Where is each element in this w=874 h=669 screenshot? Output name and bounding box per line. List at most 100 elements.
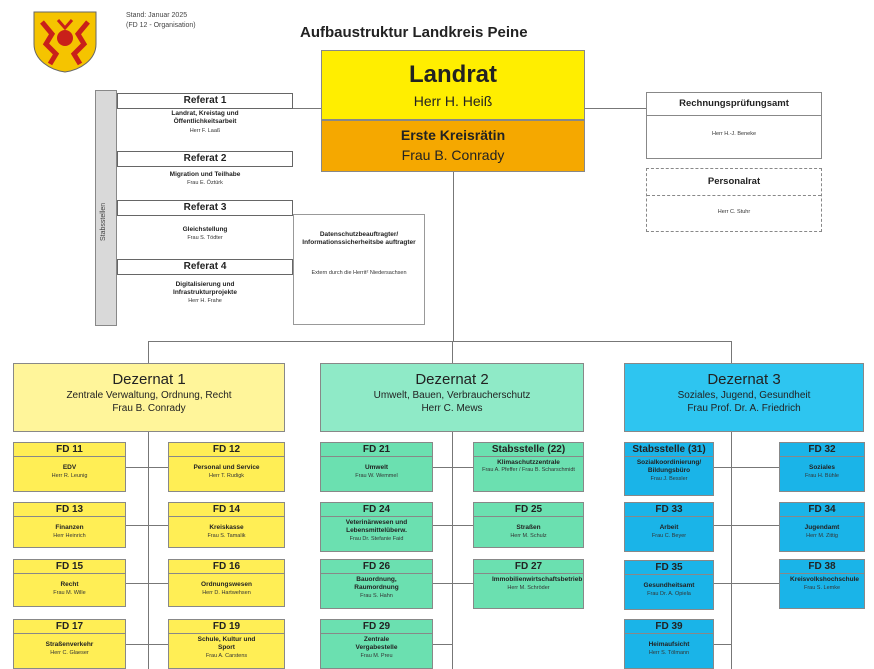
fd-head: FD 27	[474, 560, 583, 574]
referat-person: Frau S. Tödter	[187, 235, 223, 241]
rechnungspruefungsamt-title: Rechnungsprüfungsamt	[647, 93, 821, 116]
fd-title: Gesundheitsamt	[643, 582, 695, 589]
dezernat-title: Dezernat 2	[415, 371, 489, 388]
dezernat-title: Dezernat 3	[707, 371, 781, 388]
fd-head: FD 12	[169, 443, 284, 457]
fd-title: Finanzen	[55, 524, 84, 531]
fd-title: Arbeit	[659, 524, 679, 531]
connector	[714, 583, 779, 584]
fd-title: Sozialkoordinierung/ Bildungsbüro	[636, 459, 702, 474]
connector	[433, 525, 473, 526]
fd-person: Herr Heinrich	[53, 533, 86, 539]
rechnungspruefungsamt-box: Rechnungsprüfungsamt Herr H.-J. Beneke	[646, 92, 822, 159]
stabsstellen-sidebar: Stabsstellen	[95, 90, 117, 326]
fd-head: FD 19	[169, 620, 284, 634]
connector	[126, 644, 168, 645]
dezernat-1-box: Dezernat 1 Zentrale Verwaltung, Ordnung,…	[13, 363, 285, 432]
fd-title: Jugendamt	[804, 524, 840, 531]
fd-person: Frau W. Wemmel	[355, 473, 398, 479]
connector	[714, 525, 779, 526]
fd-head: FD 16	[169, 560, 284, 574]
fd-person: Herr D. Hartwehsen	[202, 590, 251, 596]
referat-3: Referat 3 Gleichstellung Frau S. Tödter	[117, 200, 293, 258]
kreisraetin-person: Frau B. Conrady	[401, 147, 505, 163]
fd-person: Frau A. Carstens	[205, 653, 248, 659]
dezernat-person: Herr C. Mews	[421, 403, 483, 414]
fd-person: Frau S. Hahn	[360, 593, 393, 599]
referat-title: Migration und Teilhabe	[169, 171, 241, 178]
dezernat-subtitle: Soziales, Jugend, Gesundheit	[677, 390, 811, 401]
connector	[433, 644, 452, 645]
fd-head: FD 25	[474, 503, 583, 517]
referat-head: Referat 1	[117, 93, 293, 109]
connector	[731, 341, 732, 363]
landrat-box: Landrat Herr H. Heiß	[321, 50, 585, 120]
referat-2: Referat 2 Migration und Teilhabe Frau E.…	[117, 151, 293, 199]
datenschutz-note: Extern durch die Herrit² Niedersachsen	[311, 270, 407, 276]
referat-head: Referat 3	[117, 200, 293, 216]
fd-title: Immobilienwirtschaftsbetrieb	[492, 576, 583, 583]
dezernat-person: Frau Prof. Dr. A. Friedrich	[687, 403, 801, 414]
personalrat-box: Personalrat Herr C. Stuhr	[646, 168, 822, 232]
landrat-person: Herr H. Heiß	[413, 93, 493, 109]
fd-head: FD 35	[625, 561, 713, 575]
fd-title: Klimaschutzzentrale	[497, 459, 560, 466]
referat-person: Herr F. Laaß	[189, 128, 221, 134]
fd-person: Frau S. Lemke	[803, 585, 841, 591]
fd-person: Frau Dr. A. Opiela	[647, 591, 691, 597]
fd-head: Stabsstelle (31)	[625, 443, 713, 457]
fd-person: Herr M. Schröder	[507, 585, 550, 591]
fd-head: FD 34	[780, 503, 864, 517]
connector	[714, 467, 779, 468]
connector	[584, 108, 646, 109]
fd-head: FD 38	[780, 560, 864, 574]
fd-title: Straßen	[516, 524, 541, 531]
fd-person: Herr T. Rudigk	[208, 473, 245, 479]
personalrat-title: Personalrat	[647, 169, 821, 196]
dezernat-title: Dezernat 1	[112, 371, 186, 388]
dezernat-2-box: Dezernat 2 Umwelt, Bauen, Verbrauchersch…	[320, 363, 584, 432]
fd-title: Kreiskasse	[209, 524, 244, 531]
connector	[148, 341, 732, 342]
fd-title: Personal und Service	[193, 464, 260, 471]
rechnungspruefungsamt-person: Herr H.-J. Beneke	[711, 131, 756, 137]
fd-title: Schule, Kultur und Sport	[197, 636, 256, 651]
referat-head: Referat 2	[117, 151, 293, 167]
connector	[126, 467, 168, 468]
fd-person: Herr M. Zittig	[806, 533, 838, 539]
fd-title: Straßenverkehr	[45, 641, 94, 648]
fd-person: Frau M. Wille	[53, 590, 86, 596]
fd-person: Herr R. Leunig	[51, 473, 88, 479]
fd-person: Frau S. Tamalik	[207, 533, 246, 539]
fd-11: FD 11 EDV Herr R. Leunig	[13, 442, 126, 492]
kreisraetin-box: Erste Kreisrätin Frau B. Conrady	[321, 120, 585, 172]
fd-head: FD 32	[780, 443, 864, 457]
fd-person: Frau Dr. Stefanie Faid	[349, 536, 404, 542]
referat-1: Referat 1 Landrat, Kreistag und Öffentli…	[117, 93, 293, 150]
fd-head: FD 11	[14, 443, 125, 457]
dezernat-person: Frau B. Conrady	[112, 403, 186, 414]
fd-person: Herr S. Tölmann	[648, 650, 690, 656]
connector	[452, 432, 453, 669]
personalrat-person: Herr C. Stuhr	[717, 209, 751, 215]
fd-head: FD 26	[321, 560, 432, 574]
fd-person: Frau H. Bühle	[805, 473, 839, 479]
fd-head: FD 14	[169, 503, 284, 517]
fd-label: (FD 12 - Organisation)	[126, 22, 196, 29]
fd-title: Recht	[60, 581, 79, 588]
connector	[293, 108, 321, 109]
fd-title: Umwelt	[364, 464, 389, 471]
fd-title: Soziales	[808, 464, 835, 471]
fd-title: Heimaufsicht	[648, 641, 690, 648]
fd-title: EDV	[62, 464, 77, 471]
